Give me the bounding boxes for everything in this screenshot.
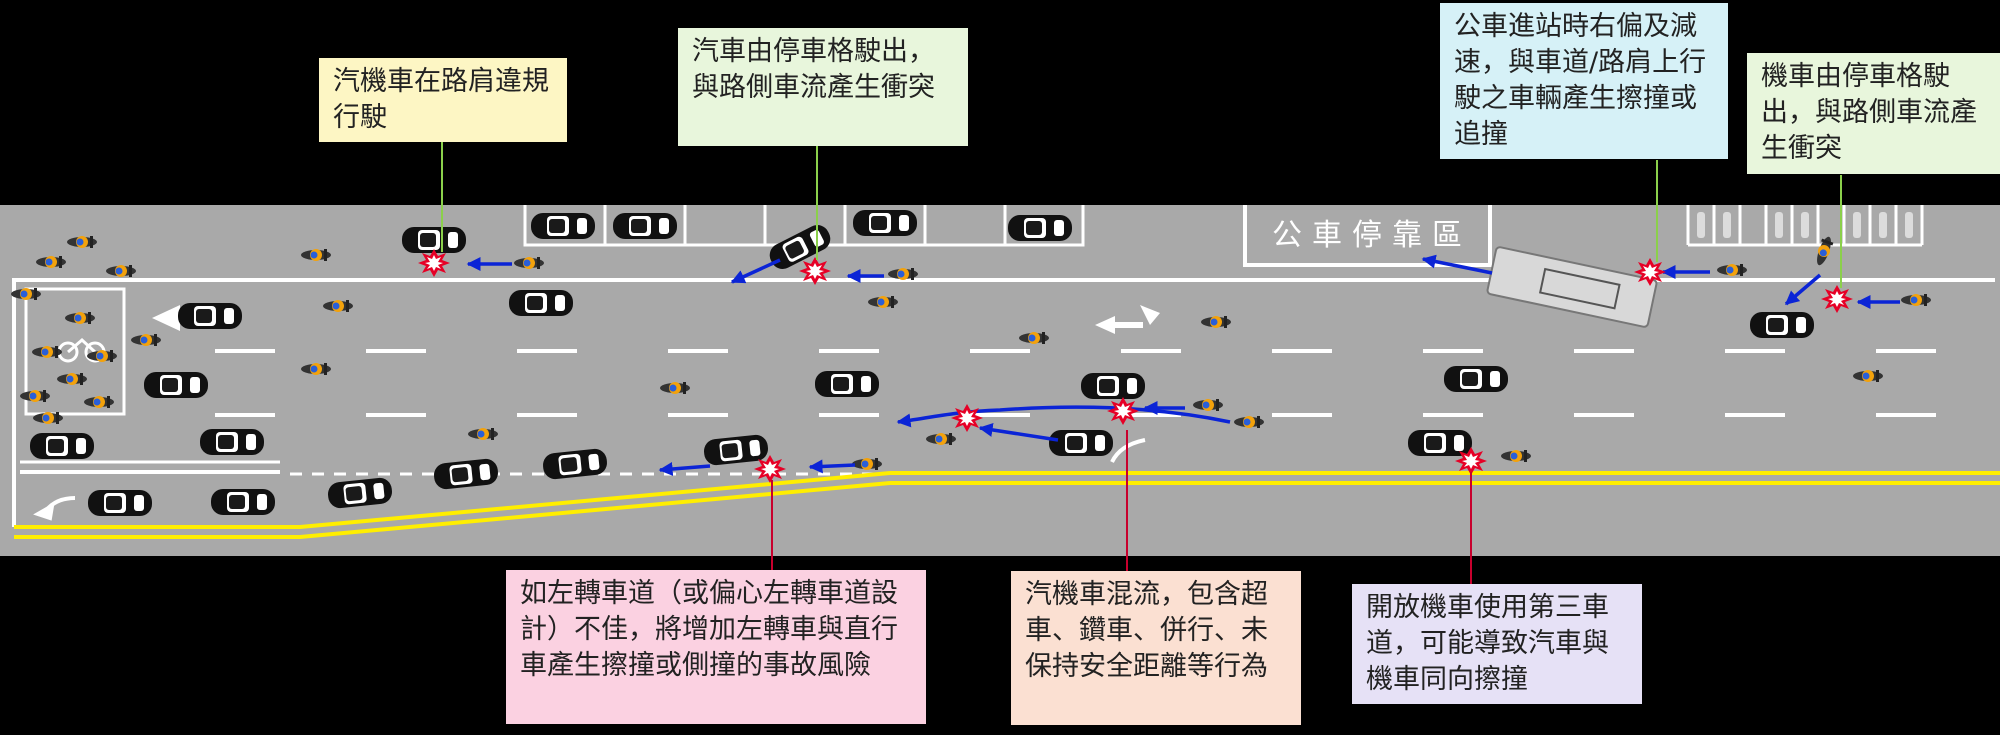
lane-dashes <box>215 349 1936 417</box>
bus-stop-char: 區 <box>1432 218 1462 253</box>
movement-arrows <box>466 254 1900 476</box>
bus-stop-char: 停 <box>1352 218 1382 253</box>
parked-motorcycles <box>1697 212 1913 238</box>
callout-third-lane-moto: 開放機車使用第三車道，可能導致汽車與機車同向擦撞 <box>1352 584 1642 704</box>
pointer-lines <box>441 118 1842 584</box>
callout-left-turn-lane: 如左轉車道（或偏心左轉車道設計）不佳，將增加左轉車與直行車產生擦撞或側撞的事故風… <box>506 570 926 724</box>
callout-moto-parking-exit: 機車由停車格駛出，與路側車流產生衝突 <box>1747 53 2000 174</box>
bus <box>1486 246 1658 328</box>
callout-mixed-traffic: 汽機車混流，包含超車、鑽車、併行、未保持安全距離等行為 <box>1011 571 1301 725</box>
bus-stop-char: 車 <box>1312 218 1342 253</box>
bus-stop-char: 靠 <box>1392 218 1422 253</box>
double-yellow-line-2 <box>14 481 2000 539</box>
double-yellow-line-1 <box>14 471 2000 529</box>
callout-shoulder-driving: 汽機車在路肩違規行駛 <box>319 58 567 142</box>
callout-bus-stop-entry: 公車進站時右偏及減速，與車道/路肩上行駛之車輛產生擦撞或追撞 <box>1440 3 1728 159</box>
road-arrow-left <box>152 305 180 331</box>
bus-stop-zone: 公 車 停 靠 區 <box>1243 205 1492 267</box>
road-arrow-left-turn-mid <box>1110 438 1146 463</box>
road-surface <box>0 205 2000 556</box>
road-arrow-straight-right <box>1095 305 1160 334</box>
bus-stop-char: 公 <box>1272 218 1302 253</box>
moto-parking-stalls <box>1686 205 1924 247</box>
callout-car-parking-exit: 汽車由停車格駛出，與路側車流產生衝突 <box>678 28 968 146</box>
road-arrow-left-turn <box>33 496 76 521</box>
